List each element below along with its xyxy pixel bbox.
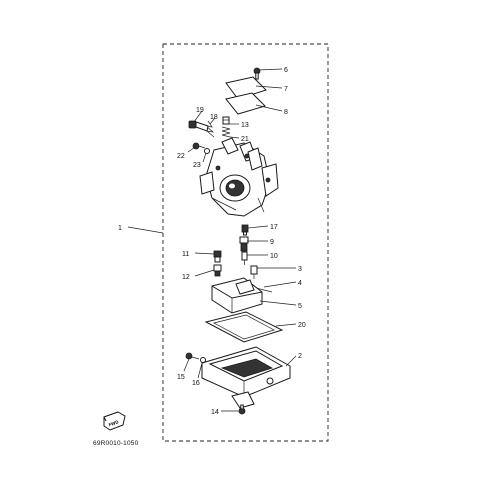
part-screw-22 (192, 142, 206, 150)
callout-21: 21 (241, 136, 249, 143)
callout-16: 16 (192, 380, 200, 387)
part-cover-7 (225, 76, 267, 100)
callout-5: 5 (298, 303, 302, 310)
callout-4: 4 (298, 280, 302, 287)
part-jet-11 (213, 250, 222, 263)
callout-15: 15 (177, 374, 185, 381)
part-nozzle-9 (239, 236, 249, 252)
part-screw-15 (185, 352, 200, 360)
callout-12: 12 (182, 274, 190, 281)
callout-14: 14 (211, 409, 219, 416)
callout-20: 20 (298, 322, 306, 329)
part-spring-21 (221, 126, 231, 138)
callout-13: 13 (241, 122, 249, 129)
part-carburetor-body-1 (199, 137, 279, 217)
part-needle-valve-3 (250, 265, 258, 279)
callout-3: 3 (298, 266, 302, 273)
part-washer-16 (200, 357, 206, 363)
part-main-jet-17 (241, 224, 249, 236)
part-gasket-20 (204, 311, 284, 343)
callout-18: 18 (210, 114, 218, 121)
part-valve-10 (241, 251, 248, 265)
callout-11: 11 (182, 251, 189, 258)
part-float-pin-4 (255, 287, 273, 293)
leader-lines (127, 68, 297, 412)
part-gasket-8 (225, 92, 266, 115)
part-spring-18 (204, 120, 215, 138)
part-screw-6 (253, 67, 261, 80)
part-screw-19 (188, 120, 209, 132)
part-float-chamber-2 (201, 346, 291, 409)
callout-19: 19 (196, 107, 204, 114)
part-washer-23 (204, 148, 210, 154)
part-plug-12 (213, 264, 222, 277)
part-float-5 (211, 277, 263, 314)
callout-2: 2 (298, 353, 302, 360)
callout-8: 8 (284, 109, 288, 116)
callout-10: 10 (270, 253, 278, 260)
callout-22: 22 (177, 153, 185, 160)
callout-1: 1 (118, 225, 122, 232)
drawing-code: 69R0010-1050 (93, 440, 139, 447)
callout-6: 6 (284, 67, 288, 74)
assembly-frame (162, 43, 329, 442)
callout-17: 17 (270, 224, 278, 231)
part-drain-screw-14 (238, 404, 246, 415)
callout-9: 9 (270, 239, 274, 246)
callout-7: 7 (284, 86, 288, 93)
part-pilot-screw-13 (222, 116, 230, 125)
callout-23: 23 (193, 162, 201, 169)
fwd-arrow-icon: FWD (103, 411, 126, 431)
fwd-label: FWD (108, 419, 120, 427)
